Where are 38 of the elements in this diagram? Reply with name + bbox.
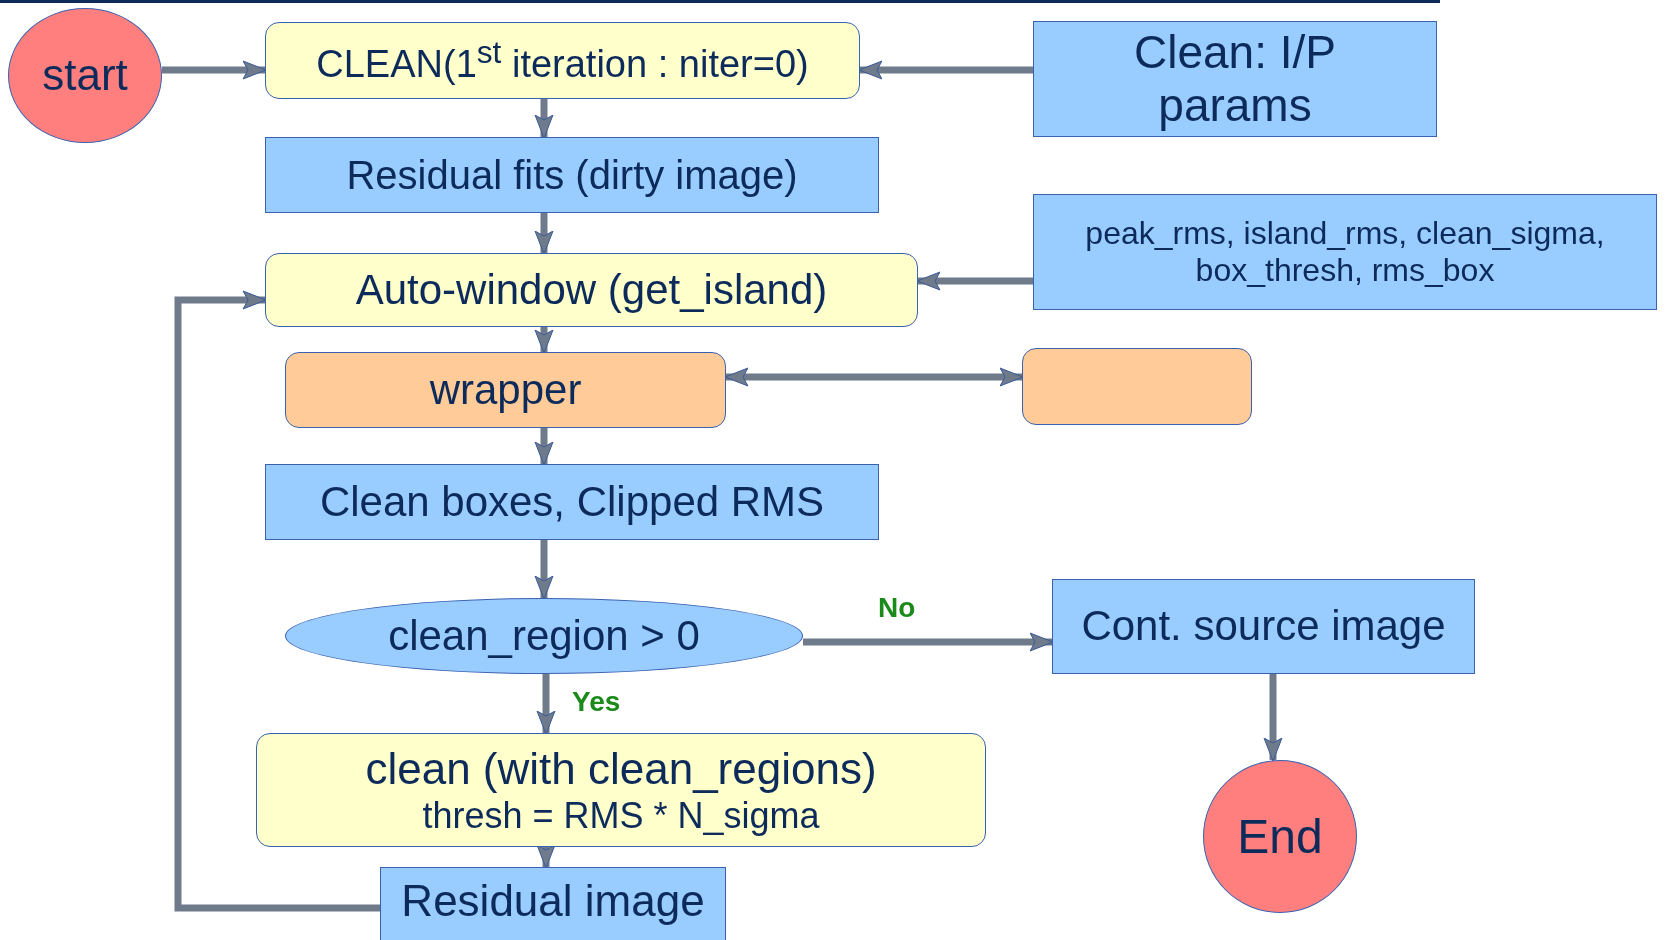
arrow — [858, 60, 1033, 80]
node-label: clean_region > 0 — [388, 611, 700, 661]
node-label: Clean boxes, Clipped RMS — [319, 477, 825, 527]
node-text: thresh = RMS * N_sigma — [422, 794, 820, 836]
input-box — [1033, 194, 1657, 310]
arrow — [536, 674, 556, 735]
node-label: wrapper — [429, 365, 582, 415]
process-box — [265, 22, 860, 99]
node-label: Cont. source image — [1081, 602, 1446, 651]
module-box — [1022, 348, 1252, 425]
node-label: peak_rms, island_rms, clean_sigma, box_thresh, rms_box — [1084, 215, 1606, 289]
arrow — [534, 428, 554, 466]
arrow — [174, 290, 380, 912]
node-label: End — [1237, 808, 1323, 865]
input-box — [1033, 21, 1437, 137]
process-box — [265, 464, 879, 540]
arrow — [916, 271, 1033, 291]
output-box — [380, 867, 726, 940]
node-label: Residual fits (dirty image) — [346, 152, 798, 198]
output-box — [1052, 579, 1475, 674]
node-label: start — [42, 50, 128, 101]
arrow — [1263, 674, 1283, 762]
process-box — [256, 733, 986, 847]
arrow — [534, 213, 554, 255]
node-label: Clean: I/P params — [1133, 26, 1337, 132]
node-label: Auto-window (get_island) — [355, 265, 828, 315]
node-label: CLEAN(1$^{st}$ iteration : niter=0) — [316, 34, 809, 87]
arrow — [162, 60, 267, 80]
process-box — [285, 352, 726, 428]
node-label: clean (with clean_regions) — [365, 744, 877, 795]
process-box — [265, 137, 879, 213]
node-label: Residual image — [401, 876, 705, 927]
process-box — [265, 253, 918, 327]
arrow — [803, 632, 1054, 652]
arrow — [534, 327, 554, 354]
arrow — [534, 540, 554, 600]
arrow — [724, 367, 1024, 387]
arrow — [534, 99, 554, 139]
